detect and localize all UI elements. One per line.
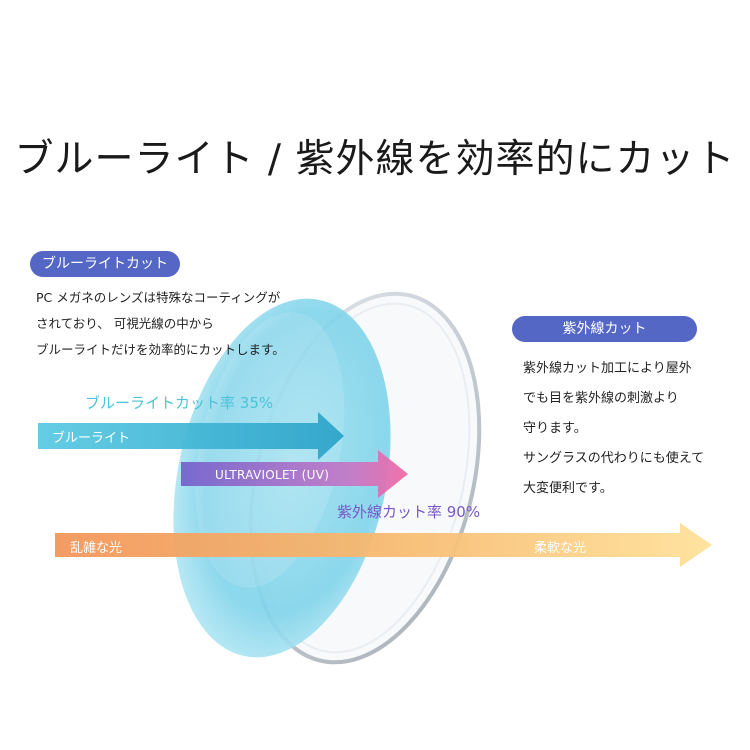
description-line: 大変便利です。 [523, 481, 613, 496]
page-title: ブルーライト / 紫外線を効率的にカット [14, 137, 736, 182]
soft-light-label: 柔軟な光 [534, 541, 587, 556]
uv-cut-rate: 紫外線カット率 90% [337, 503, 481, 521]
blue-light-cut-rate: ブルーライトカット率 35% [85, 394, 274, 412]
description-line: でも目を紫外線の刺激より [523, 391, 679, 406]
chaotic-light-label: 乱雑な光 [70, 541, 123, 556]
uv-arrow [181, 450, 408, 498]
uv-arrow-label: ULTRAVIOLET (UV) [215, 468, 330, 482]
light-arrow [55, 523, 712, 567]
blue-light-arrow [38, 412, 344, 460]
description-line: サングラスの代わりにも使えて [523, 451, 705, 466]
blue-light-cut-badge: ブルーライトカット [30, 251, 180, 277]
description-line: PC メガネのレンズは特殊なコーティングが [36, 290, 281, 305]
description-line: ブルーライトだけを効率的にカットします。 [36, 342, 285, 357]
uv-description: 紫外線カット加工により屋外 でも目を紫外線の刺激より 守ります。 サングラスの代… [523, 354, 738, 504]
blue-light-description: PC メガネのレンズは特殊なコーティングが されており、 可視光線の中から ブル… [36, 285, 366, 363]
description-line: 守ります。 [523, 421, 587, 436]
blue-light-arrow-label: ブルーライト [52, 431, 131, 446]
description-line: されており、 可視光線の中から [36, 316, 214, 331]
blue-lens-highlight [195, 312, 345, 588]
uv-cut-badge: 紫外線カット [512, 316, 697, 342]
description-line: 紫外線カット加工により屋外 [523, 361, 692, 376]
